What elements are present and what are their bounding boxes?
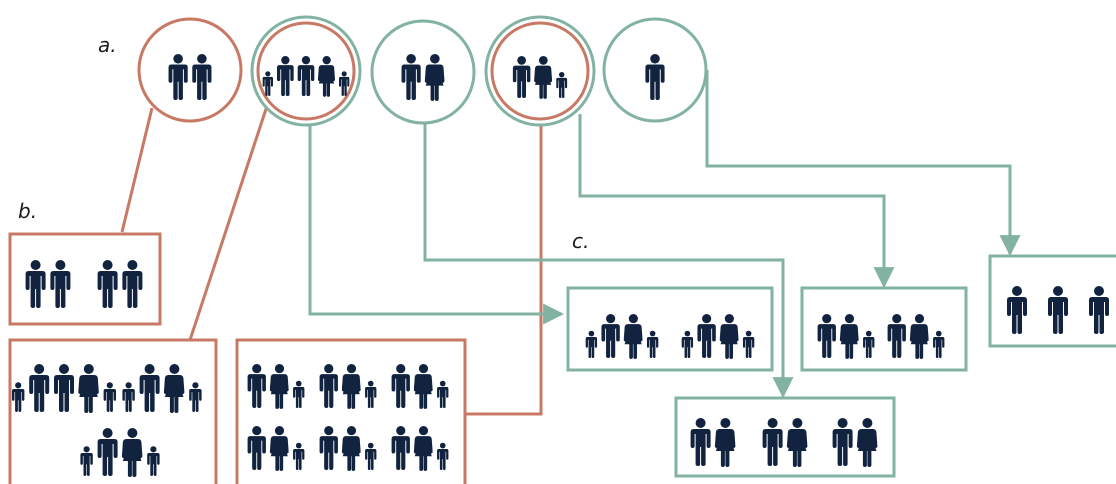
box-families-3 — [8, 338, 218, 484]
box-c-families-2 — [566, 286, 774, 372]
connector-green-5 — [705, 70, 1021, 257]
label-a: a. — [98, 33, 117, 57]
circle-couple — [370, 19, 476, 125]
legend-circles — [137, 15, 708, 127]
connector-red-4 — [466, 120, 543, 416]
label-b: b. — [18, 199, 37, 223]
circle-two-adults — [137, 17, 243, 123]
label-c: c. — [572, 229, 589, 253]
connector-green-4 — [578, 114, 895, 289]
household-boxes — [8, 232, 1116, 484]
connector-green-2 — [308, 122, 565, 325]
connector-green-3 — [423, 122, 794, 399]
connector-red-2 — [188, 105, 269, 341]
connector-red-1 — [120, 107, 154, 233]
connectors — [120, 70, 1021, 416]
